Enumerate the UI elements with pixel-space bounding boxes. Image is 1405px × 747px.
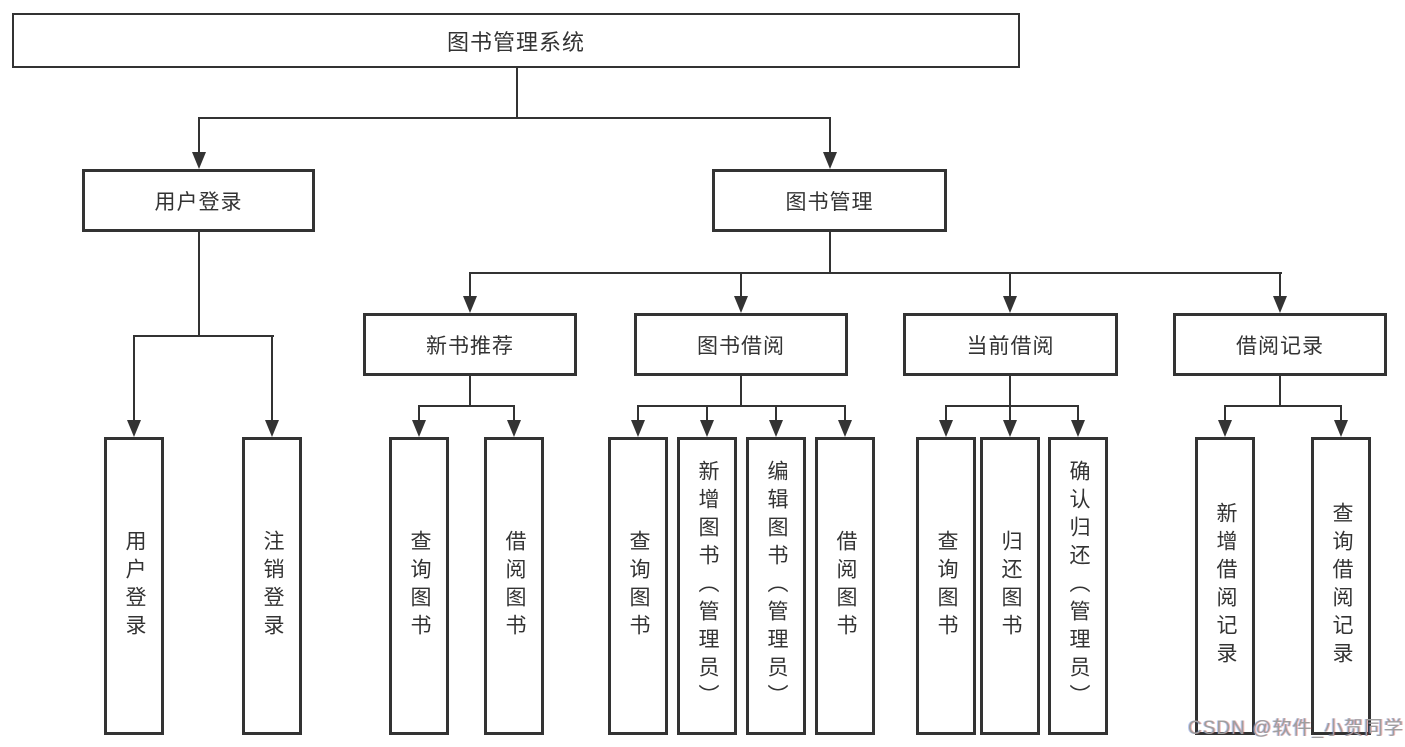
arrow-down-icon (1003, 296, 1017, 313)
connector-line (198, 117, 831, 119)
connector-line (271, 335, 273, 422)
leaf-recommend-borrow-book-label: 借阅图书 (503, 530, 526, 642)
connector-line (1077, 405, 1079, 422)
connector-line (516, 68, 518, 119)
leaf-logout: 注销登录 (242, 437, 302, 735)
leaf-borrow-borrow-book: 借阅图书 (815, 437, 875, 735)
arrow-down-icon (838, 420, 852, 437)
leaf-current-confirm-return-admin: 确认归还（管理员） (1048, 437, 1108, 735)
leaf-borrow-query-book-label: 查询图书 (627, 530, 650, 642)
connector-line (706, 405, 708, 422)
connector-line (469, 376, 471, 407)
arrow-down-icon (1003, 420, 1017, 437)
leaf-user-login: 用户登录 (104, 437, 164, 735)
leaf-current-query-book: 查询图书 (916, 437, 976, 735)
arrow-down-icon (127, 420, 141, 437)
leaf-records-query-record: 查询借阅记录 (1311, 437, 1371, 735)
leaf-recommend-borrow-book: 借阅图书 (484, 437, 544, 735)
leaf-borrow-add-book-admin-label: 新增图书（管理员） (696, 460, 719, 712)
leaf-records-add-record: 新增借阅记录 (1195, 437, 1255, 735)
arrow-down-icon (769, 420, 783, 437)
node-root-system: 图书管理系统 (12, 13, 1020, 68)
node-user-login: 用户登录 (82, 169, 315, 232)
connector-line (469, 272, 1282, 274)
leaf-logout-label: 注销登录 (261, 530, 284, 642)
leaf-records-add-record-label: 新增借阅记录 (1214, 502, 1237, 670)
connector-line (740, 272, 742, 299)
node-new-book-recommend-label: 新书推荐 (426, 334, 514, 358)
arrow-down-icon (507, 420, 521, 437)
arrow-down-icon (700, 420, 714, 437)
connector-line (637, 405, 639, 422)
connector-line (198, 232, 200, 337)
connector-line (1340, 405, 1342, 422)
node-borrow-records: 借阅记录 (1173, 313, 1387, 376)
node-current-borrow-label: 当前借阅 (966, 334, 1055, 358)
node-new-book-recommend: 新书推荐 (363, 313, 577, 376)
arrow-down-icon (734, 296, 748, 313)
connector-line (418, 405, 515, 407)
leaf-current-return-book-label: 归还图书 (999, 530, 1022, 642)
leaf-records-query-record-label: 查询借阅记录 (1330, 502, 1353, 670)
arrow-down-icon (631, 420, 645, 437)
connector-line (1009, 376, 1011, 407)
connector-line (418, 405, 420, 422)
connector-line (133, 335, 274, 337)
leaf-current-return-book: 归还图书 (980, 437, 1040, 735)
connector-line (775, 405, 777, 422)
arrow-down-icon (939, 420, 953, 437)
node-user-login-label: 用户登录 (154, 190, 243, 214)
csdn-watermark: CSDN @软件_小贺同学 (1188, 718, 1404, 739)
arrow-down-icon (1218, 420, 1232, 437)
arrow-down-icon (1071, 420, 1085, 437)
connector-line (469, 272, 471, 299)
arrow-down-icon (192, 152, 206, 169)
arrow-down-icon (1334, 420, 1348, 437)
arrow-down-icon (823, 152, 837, 169)
connector-line (133, 335, 135, 422)
connector-line (945, 405, 947, 422)
connector-line (1224, 405, 1226, 422)
node-book-management: 图书管理 (712, 169, 947, 232)
arrow-down-icon (265, 420, 279, 437)
connector-line (1009, 405, 1011, 422)
leaf-recommend-query-book: 查询图书 (389, 437, 449, 735)
arrow-down-icon (412, 420, 426, 437)
arrow-down-icon (463, 296, 477, 313)
leaf-current-confirm-return-admin-label: 确认归还（管理员） (1067, 460, 1090, 712)
connector-line (198, 117, 200, 154)
connector-line (637, 405, 846, 407)
leaf-recommend-query-book-label: 查询图书 (408, 530, 431, 642)
node-book-borrow: 图书借阅 (634, 313, 848, 376)
connector-line (740, 376, 742, 407)
connector-line (829, 117, 831, 154)
connector-line (1279, 376, 1281, 407)
connector-line (829, 232, 831, 274)
leaf-borrow-edit-book-admin-label: 编辑图书（管理员） (765, 460, 788, 712)
leaf-borrow-query-book: 查询图书 (608, 437, 668, 735)
connector-line (1224, 405, 1342, 407)
connector-line (513, 405, 515, 422)
connector-line (1279, 272, 1281, 299)
node-borrow-records-label: 借阅记录 (1236, 334, 1324, 358)
connector-line (844, 405, 846, 422)
connector-line (1009, 272, 1011, 299)
node-book-management-label: 图书管理 (785, 190, 874, 214)
leaf-borrow-borrow-book-label: 借阅图书 (834, 530, 857, 642)
node-current-borrow: 当前借阅 (903, 313, 1118, 376)
leaf-user-login-label: 用户登录 (123, 530, 146, 642)
node-book-borrow-label: 图书借阅 (697, 334, 785, 358)
connector-line (945, 405, 1079, 407)
leaf-borrow-add-book-admin: 新增图书（管理员） (677, 437, 737, 735)
leaf-current-query-book-label: 查询图书 (935, 530, 958, 642)
node-root-system-label: 图书管理系统 (446, 29, 585, 55)
arrow-down-icon (1273, 296, 1287, 313)
leaf-borrow-edit-book-admin: 编辑图书（管理员） (746, 437, 806, 735)
